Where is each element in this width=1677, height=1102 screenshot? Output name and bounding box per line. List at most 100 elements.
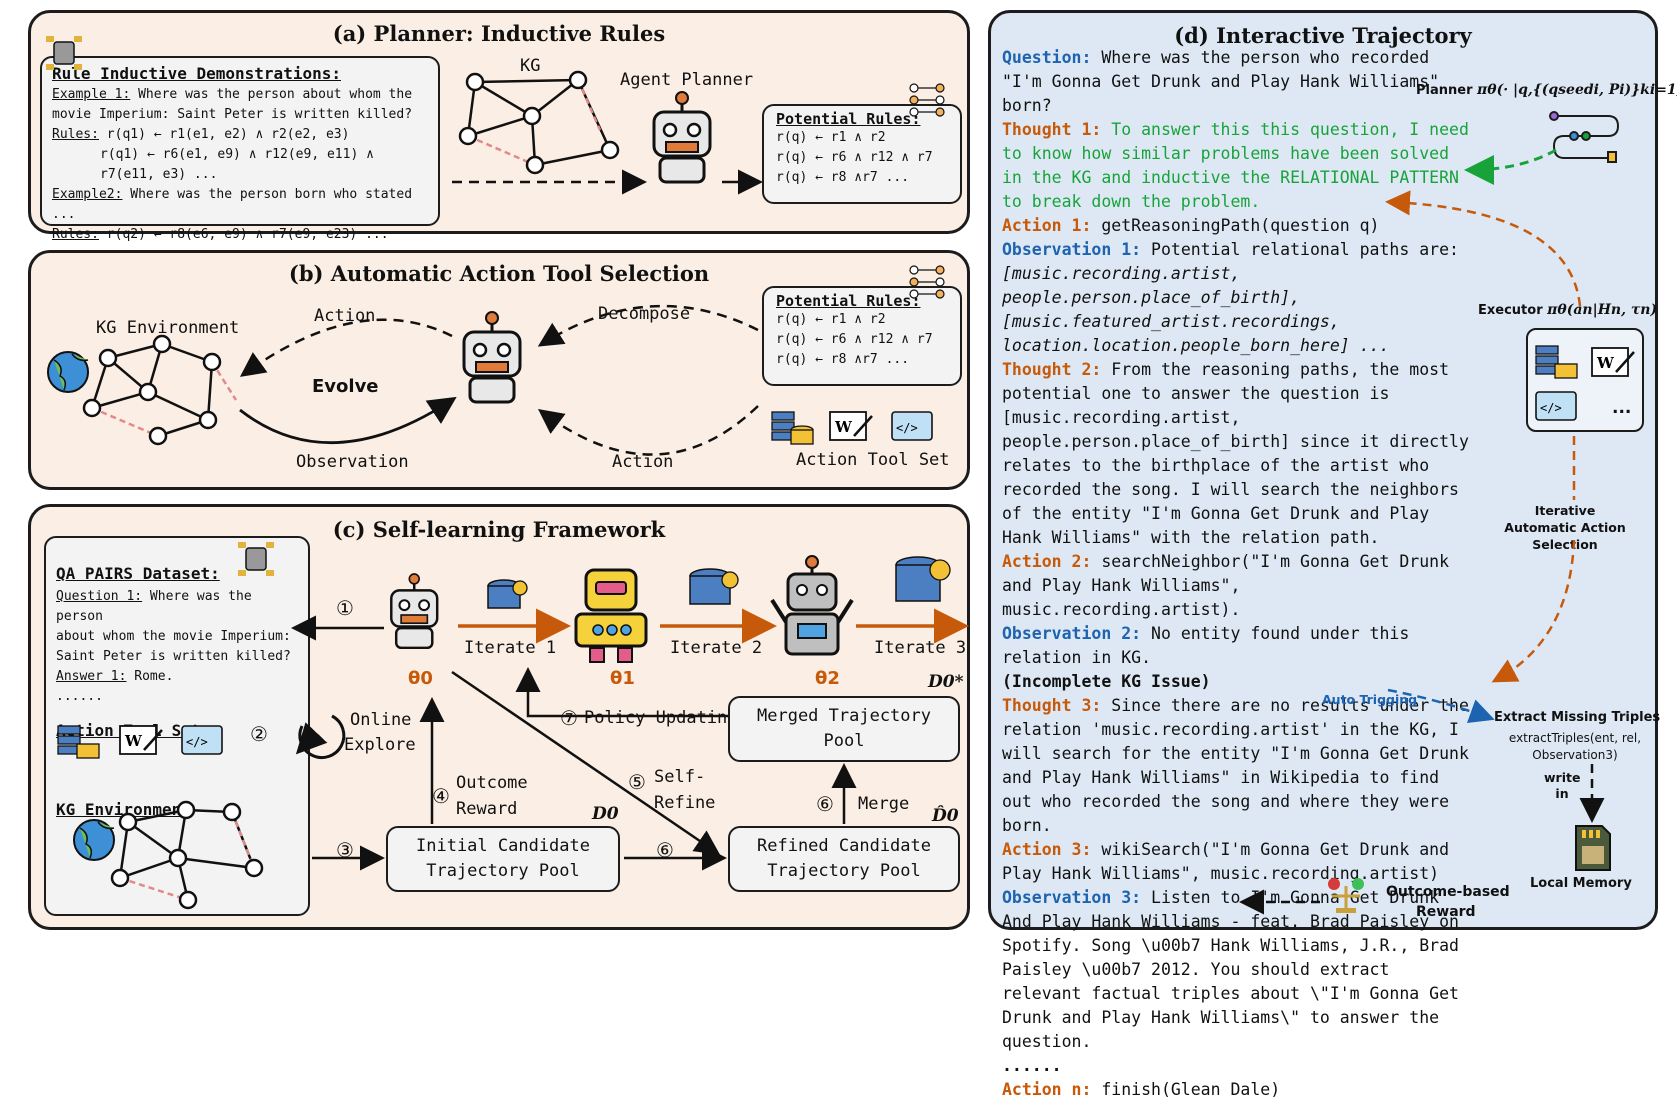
thought3-label: Thought 3:: [1002, 696, 1102, 715]
initial-pool-box: Initial Candidate Trajectory Pool: [386, 826, 620, 892]
theta2-text: θ2: [815, 668, 840, 689]
kg-nodes-a: [458, 70, 620, 175]
obs1-paths: [music.recording.artist, people.person.p…: [1002, 264, 1390, 355]
database-icon-3: [895, 556, 951, 602]
theta0-label: θ0: [408, 668, 433, 689]
write-in-text: write in: [1544, 770, 1581, 801]
panel-c-title: (c) Self-learning Framework: [332, 517, 666, 542]
action3-label: Action 3:: [1002, 840, 1092, 859]
robot-theta0-icon: [390, 573, 439, 650]
rule-flow-icon-a: [909, 83, 945, 117]
iterative-label: Iterative Automatic Action Selection: [1500, 502, 1630, 553]
obs1-label: Observation 1:: [1002, 240, 1142, 259]
robot-executor-icon: [462, 311, 522, 404]
merge-label: Merge: [858, 794, 910, 814]
incomplete-kg: (Incomplete KG Issue): [1002, 672, 1211, 691]
svg-text:W: W: [1596, 354, 1615, 372]
panel-b-title: (b) Automatic Action Tool Selection: [288, 261, 710, 286]
planner-formula-text: πθ(· |q,{(qseedi, Pi)}ki=1): [1477, 82, 1677, 98]
svg-text:</>: </>: [186, 735, 208, 749]
obs2-text: No entity found under this relation in K…: [1002, 624, 1410, 667]
question1-label: Question 1:: [56, 589, 143, 604]
refined-pool-text: Refined Candidate Trajectory Pool: [757, 836, 931, 881]
robot-planner-icon: [652, 91, 712, 184]
globe-icon-b: [47, 351, 89, 393]
potential-rules-box-a: Potential Rules: r(q) ← r1 ∧ r2 r(q) ← r…: [762, 104, 962, 204]
obs2-label: Observation 2:: [1002, 624, 1142, 643]
outcome-reward-label: Outcome Reward: [456, 770, 556, 822]
planner-path-icon: [1549, 111, 1620, 163]
explore-label: Explore: [344, 735, 416, 755]
step6a-label: ⑥: [656, 838, 674, 862]
answer1-label: Answer 1:: [56, 669, 127, 684]
thought3-text: Since there are no results under the rel…: [1002, 696, 1469, 835]
wiki-tool-icon-b: W: [829, 411, 873, 441]
thought2-text: From the reasoning paths, the most poten…: [1002, 360, 1469, 547]
question1-text: Where was the person: [56, 589, 252, 624]
rules1b-text: r(q1) ← r6(e1, e9) ∧ r12(e9, e11) ∧ r7(e…: [100, 147, 374, 182]
action1-text: getReasoningPath(question q): [1091, 216, 1380, 235]
online-label: Online: [350, 710, 412, 730]
actionn-label: Action n:: [1002, 1080, 1092, 1099]
iterative-text: Iterative Automatic Action Selection: [1504, 503, 1626, 552]
potential-rule-a-1: r(q) ← r1 ∧ r2: [776, 130, 886, 145]
potential-rule-a-3: r(q) ← r8 ∧r7 ...: [776, 170, 910, 185]
globe-icon-c: [73, 819, 115, 861]
iterate2-label: Iterate 2: [670, 638, 763, 658]
local-memory-label: Local Memory: [1530, 876, 1632, 891]
action1-label: Action 1:: [1002, 216, 1092, 235]
dataset-icon-a: [46, 36, 82, 70]
rules2-label: Rules:: [52, 227, 99, 242]
evolve-label: Evolve: [312, 376, 379, 397]
d0star-label: D0*: [928, 672, 964, 692]
merged-pool-box: Merged Trajectory Pool: [728, 696, 960, 762]
potential-rule-b-1: r(q) ← r1 ∧ r2: [776, 312, 886, 327]
planner-label: Planner: [1416, 83, 1473, 98]
outcome-reward-text: Outcome Reward: [456, 773, 528, 819]
rule-demo-box: Rule Inductive Demonstrations: Example 1…: [40, 56, 440, 242]
kg-nodes-b: [82, 334, 222, 446]
step7-label: ⑦: [560, 706, 578, 730]
outcome-based-label: Outcome-based: [1386, 884, 1510, 900]
extract-text: extractTriples(ent, rel, Observation3): [1500, 730, 1650, 764]
step2-label: ②: [250, 722, 268, 746]
kg-env-title: KG Environment: [56, 800, 191, 819]
rules1-text: r(q1) ← r1(e1, e2) ∧ r2(e2, e3): [98, 127, 350, 142]
dataset-icon-c: [238, 542, 274, 576]
policy-updating-label: Policy Updating: [584, 708, 738, 728]
agent-planner-label: Agent Planner: [620, 70, 754, 90]
observation-label: Observation: [296, 452, 409, 472]
database-tool-icon-d: [1535, 345, 1578, 379]
action3-text: wikiSearch("I'm Gonna Get Drunk and Play…: [1002, 840, 1450, 883]
obs3-label: Observation 3:: [1002, 888, 1142, 907]
kg-graph-c: [118, 808, 256, 902]
database-icon-1: [487, 579, 528, 609]
svg-text:W: W: [834, 418, 853, 436]
rules1-label: Rules:: [52, 127, 99, 142]
potential-rules-title-b: Potential Rules:: [776, 292, 921, 310]
executor-formula-text: πθ(an|Hn, τn): [1547, 302, 1658, 318]
thought2-label: Thought 2:: [1002, 360, 1102, 379]
question-text: Where was the person who recorded "I'm G…: [1002, 48, 1440, 115]
example2-text: Where was the person born who stated ...: [52, 187, 413, 222]
example1-text: Where was the person about whom the: [130, 87, 413, 102]
obs1-text: Potential relational paths are:: [1141, 240, 1459, 259]
rules2-text: r(q2) ← r8(e6, e9) ∧ r7(e9, e23) ...: [98, 227, 389, 242]
d0-label: D0: [592, 804, 619, 824]
step4-label: ④: [432, 784, 450, 808]
write-in-label: write in: [1544, 770, 1580, 802]
action2-text: searchNeighbor("I'm Gonna Get Drunk and …: [1002, 552, 1450, 619]
step6b-label: ⑥: [816, 792, 834, 816]
thought1-text: To answer this this question, I need to …: [1002, 120, 1469, 211]
theta1-label: θ1: [610, 668, 635, 689]
robot-theta2-icon: [770, 555, 854, 656]
svg-text:</>: </>: [896, 421, 918, 435]
question1-text3: Saint Peter is written killed?: [56, 649, 291, 664]
trajectory-dots: ......: [1002, 1056, 1062, 1075]
self-refine-label: Self- Refine: [654, 764, 724, 816]
potential-rules-box-b: Potential Rules: r(q) ← r1 ∧ r2 r(q) ← r…: [762, 286, 962, 386]
kg-label: KG: [520, 56, 541, 76]
code-tool-icon-b: </>: [891, 411, 933, 441]
decompose-label: Decompose: [598, 304, 691, 324]
action2-label: Action 2:: [1002, 552, 1092, 571]
